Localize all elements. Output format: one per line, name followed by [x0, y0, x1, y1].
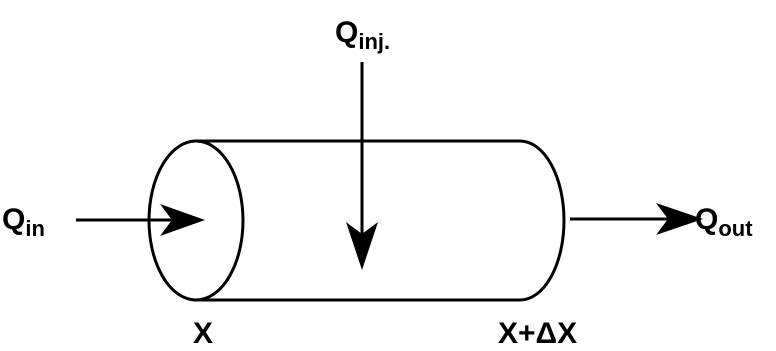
q-out-arrow	[570, 203, 703, 235]
q-inj-arrow	[346, 62, 378, 270]
cylinder-right-end	[519, 139, 566, 302]
q-in-label: Qin	[2, 203, 45, 241]
q-in-arrow	[76, 204, 205, 236]
x-start-label: X	[193, 317, 213, 350]
q-out-label: Qout	[695, 203, 753, 241]
q-inj-label: Qinj.	[335, 16, 390, 54]
x-end-label: X+ΔX	[498, 317, 577, 350]
